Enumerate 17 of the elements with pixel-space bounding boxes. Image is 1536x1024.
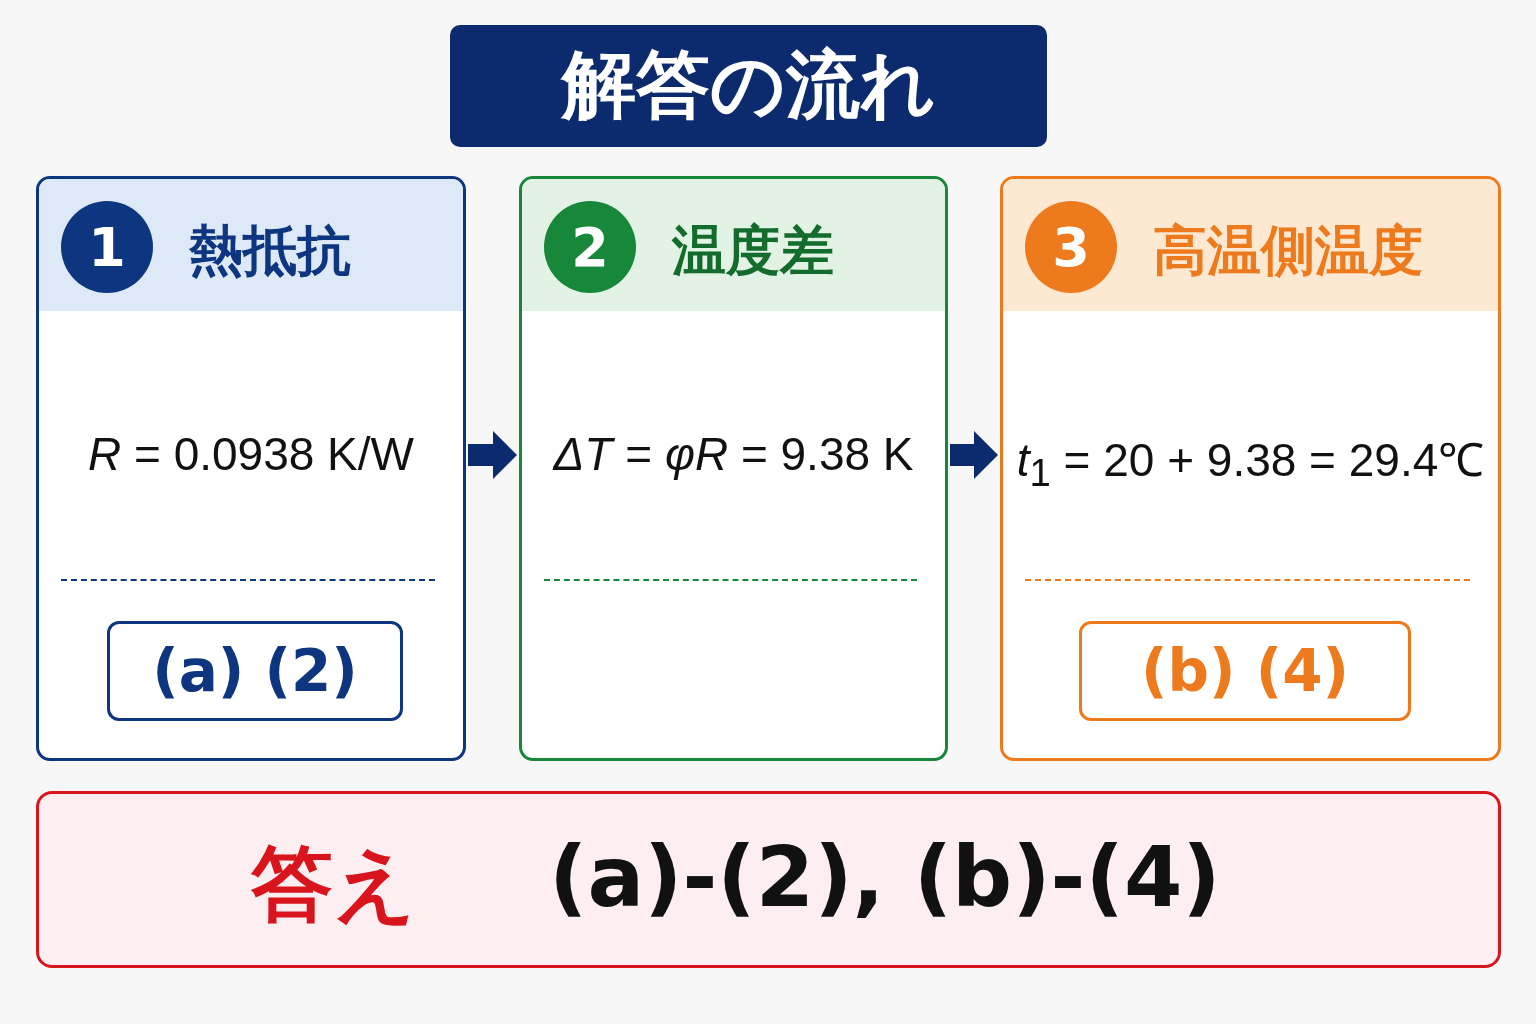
- step-card: [36, 176, 466, 761]
- step-card: [1000, 176, 1501, 761]
- title-banner: 解答の流れ: [450, 25, 1047, 147]
- formula: ΔT = φR = 9.38 K: [551, 427, 915, 481]
- step-heading: 熱抵抗: [189, 218, 351, 284]
- answer-label: 答え: [251, 835, 417, 933]
- arrow: [468, 431, 517, 479]
- answer-choice: (a) (2): [107, 621, 403, 721]
- arrow: [950, 431, 998, 479]
- answer-text: (a)-(2), (b)-(4): [549, 828, 1221, 926]
- step-heading: 温度差: [672, 218, 834, 284]
- step-heading: 高温側温度: [1153, 218, 1423, 284]
- answer-choice: (b) (4): [1079, 621, 1411, 721]
- step-card: [519, 176, 948, 761]
- formula: R = 0.0938 K/W: [87, 427, 415, 481]
- answer-box: [36, 791, 1501, 968]
- formula: t$_{1}$ = 20 + 9.38 = 29.4℃: [1015, 433, 1486, 496]
